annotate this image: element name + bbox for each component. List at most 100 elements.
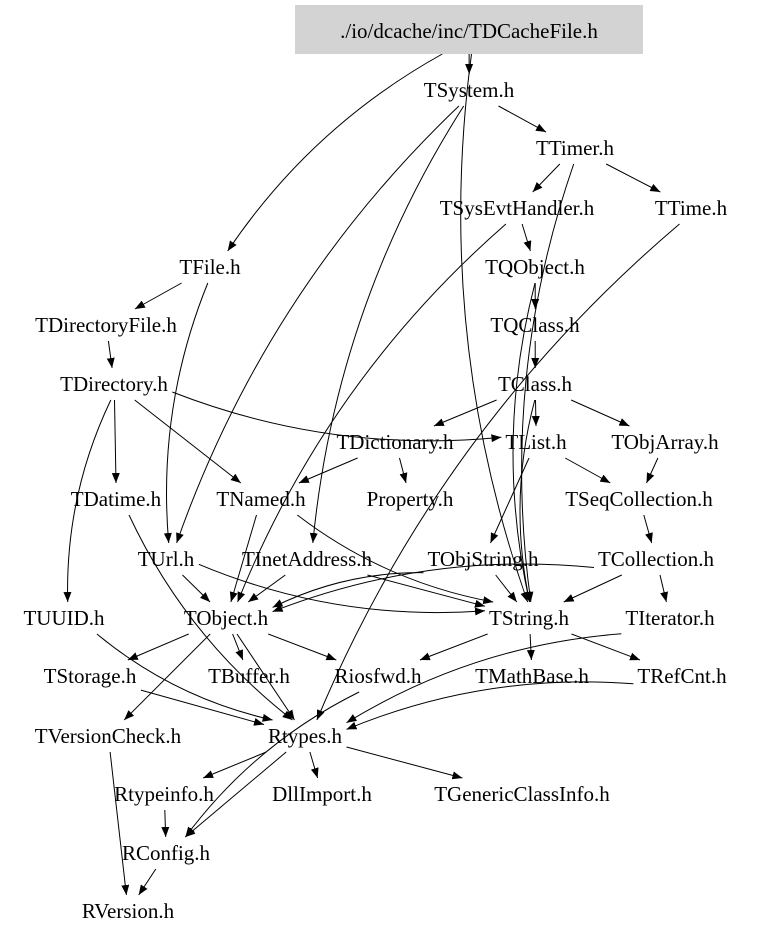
edge-rtypeinfo-to-rconfig [161, 809, 170, 838]
node-label: TStorage.h [44, 664, 137, 688]
node-label: TInetAddress.h [242, 547, 373, 571]
node-tobjarray[interactable]: TObjArray.h [611, 430, 719, 454]
node-tdirectory[interactable]: TDirectory.h [60, 372, 168, 396]
node-rconfig[interactable]: RConfig.h [122, 841, 211, 865]
edge-rtypes-to-rtypeinfo [202, 751, 267, 779]
node-tbuffer[interactable]: TBuffer.h [208, 664, 290, 688]
node-tcollection[interactable]: TCollection.h [598, 547, 715, 571]
edge-tstring-to-trefcnt [571, 633, 641, 661]
node-tdatime[interactable]: TDatime.h [71, 487, 162, 511]
edge-tdatime-to-rtypes [128, 514, 293, 721]
edge-rconfig-to-rversion [138, 868, 157, 896]
edge-tdirectory-to-tnamed [134, 399, 242, 484]
edge-trefcnt-to-rtypes [346, 681, 634, 730]
edge-tdirectory-to-tdatime [111, 399, 120, 484]
node-label: DllImport.h [272, 782, 372, 806]
node-tobjstring[interactable]: TObjString.h [427, 547, 539, 571]
edge-turl-to-tobject [182, 574, 211, 603]
node-root[interactable]: ./io/dcache/inc/TDCacheFile.h [295, 5, 643, 54]
edge-tsysevthandler-to-tobject [237, 223, 507, 603]
node-label: TNamed.h [216, 487, 306, 511]
node-tseqcollection[interactable]: TSeqCollection.h [565, 487, 713, 511]
edge-tfile-to-turl [163, 282, 209, 544]
node-label: Riosfwd.h [335, 664, 422, 688]
node-tdirectoryfile[interactable]: TDirectoryFile.h [35, 313, 177, 337]
edge-tseqcollection-to-tcollection [643, 514, 653, 544]
edge-tcollection-to-titerator [659, 574, 668, 603]
node-tgenericclassinfo[interactable]: TGenericClassInfo.h [434, 782, 610, 806]
node-label: TVersionCheck.h [35, 724, 182, 748]
node-titerator[interactable]: TIterator.h [625, 606, 715, 630]
node-label: TObjArray.h [611, 430, 719, 454]
node-label: TQClass.h [490, 313, 580, 337]
edge-tobjstring-to-tobject [272, 572, 424, 608]
edge-tstring-to-riosfwd [419, 633, 488, 661]
node-label: TDictionary.h [336, 430, 454, 454]
node-label: Rtypes.h [268, 724, 343, 748]
edge-ttimer-to-tsysevthandler [532, 163, 561, 193]
node-tuuid[interactable]: TUUID.h [23, 606, 105, 630]
node-tfile[interactable]: TFile.h [179, 255, 241, 279]
edge-tclass-to-tobjarray [570, 399, 630, 427]
edge-tclass-to-tstring [519, 399, 536, 603]
node-ttime[interactable]: TTime.h [655, 196, 728, 220]
nodes: ./io/dcache/inc/TDCacheFile.hTSystem.hTT… [23, 5, 728, 923]
node-rversion[interactable]: RVersion.h [82, 899, 175, 923]
edge-tobject-to-riosfwd [268, 633, 337, 661]
node-tobject[interactable]: TObject.h [184, 606, 269, 630]
node-property[interactable]: Property.h [367, 487, 454, 511]
edge-tinetaddress-to-tstring [367, 574, 486, 608]
node-tsystem[interactable]: TSystem.h [424, 78, 515, 102]
node-rtypes[interactable]: Rtypes.h [268, 724, 343, 748]
node-tnamed[interactable]: TNamed.h [216, 487, 306, 511]
node-tlist[interactable]: TList.h [505, 430, 567, 454]
edge-root-to-tfile [227, 53, 443, 252]
edge-tcollection-to-tobject [272, 563, 595, 613]
edge-tstorage-to-rtypes [140, 689, 265, 726]
node-riosfwd[interactable]: Riosfwd.h [335, 664, 422, 688]
edge-tqobject-to-tstring [512, 282, 536, 603]
edge-tnamed-to-tstring [296, 514, 494, 605]
node-dllimport[interactable]: DllImport.h [272, 782, 372, 806]
node-tqclass[interactable]: TQClass.h [490, 313, 580, 337]
edge-tobjarray-to-tseqcollection [646, 457, 659, 484]
edge-tdirectory-to-tuuid [63, 399, 112, 603]
node-label: RVersion.h [82, 899, 175, 923]
node-label: TObjString.h [427, 547, 539, 571]
edge-tobject-to-rtypes [236, 633, 295, 721]
node-rtypeinfo[interactable]: Rtypeinfo.h [114, 782, 214, 806]
node-tstring[interactable]: TString.h [489, 606, 569, 630]
node-label: TFile.h [179, 255, 241, 279]
node-turl[interactable]: TUrl.h [138, 547, 195, 571]
edge-rtypes-to-rconfig [184, 751, 287, 838]
node-tstorage[interactable]: TStorage.h [44, 664, 137, 688]
node-label: TDirectoryFile.h [35, 313, 177, 337]
node-ttimer[interactable]: TTimer.h [536, 136, 614, 160]
node-tinetaddress[interactable]: TInetAddress.h [242, 547, 373, 571]
node-label: TUrl.h [138, 547, 195, 571]
edge-tinetaddress-to-tobject [247, 574, 286, 603]
node-label: TCollection.h [598, 547, 715, 571]
edge-tnamed-to-tobject [229, 514, 257, 603]
edge-tlist-to-tobjstring [490, 457, 530, 544]
node-label: TObject.h [184, 606, 269, 630]
edge-ttime-to-rtypes [316, 223, 680, 721]
node-tsysevthandler[interactable]: TSysEvtHandler.h [440, 196, 595, 220]
node-tdictionary[interactable]: TDictionary.h [336, 430, 454, 454]
node-label: TIterator.h [625, 606, 715, 630]
node-label: ./io/dcache/inc/TDCacheFile.h [340, 19, 598, 43]
node-label: TTime.h [655, 196, 728, 220]
node-label: Rtypeinfo.h [114, 782, 214, 806]
edge-titerator-to-rtypes [346, 633, 622, 724]
edge-tclass-to-tdictionary [433, 399, 497, 427]
node-tmathbase[interactable]: TMathBase.h [475, 664, 589, 688]
edge-tlist-to-tseqcollection [564, 457, 611, 484]
node-tclass[interactable]: TClass.h [498, 372, 573, 396]
node-tversioncheck[interactable]: TVersionCheck.h [35, 724, 182, 748]
node-label: TClass.h [498, 372, 573, 396]
edge-tsysevthandler-to-tqobject [521, 223, 532, 252]
edge-tobjstring-to-tstring [495, 574, 518, 603]
edge-tobject-to-tversioncheck [123, 633, 211, 721]
node-trefcnt[interactable]: TRefCnt.h [637, 664, 727, 688]
node-tqobject[interactable]: TQObject.h [485, 255, 585, 279]
